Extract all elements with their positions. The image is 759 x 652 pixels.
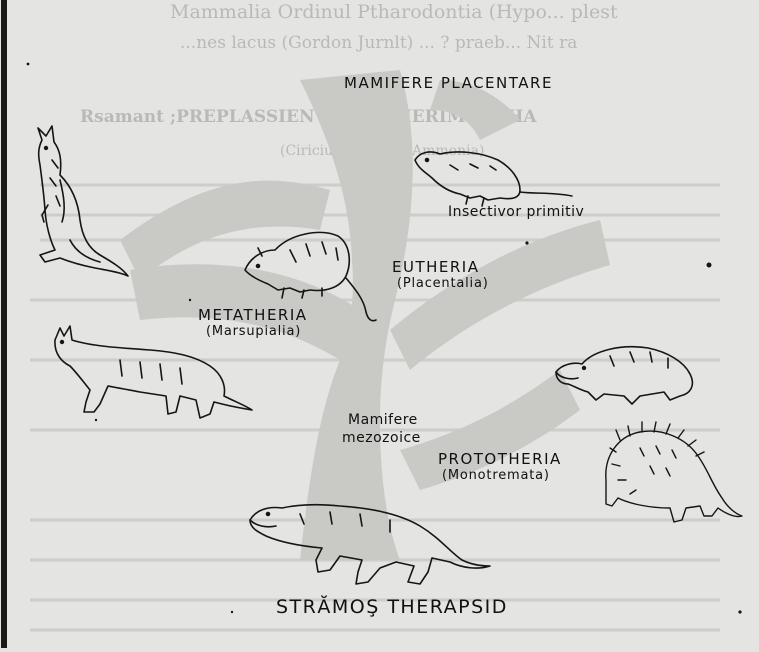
label-prototheria: PROTOTHERIA [438, 450, 562, 468]
label-monotremata: (Monotremata) [442, 468, 550, 483]
label-mezozoice: mezozoice [342, 430, 421, 446]
label-eutheria: EUTHERIA [392, 258, 479, 276]
label-insectivor-primitiv: Insectivor primitiv [448, 204, 584, 220]
bleed-line-2: ...nes lacus (Gordon Jurnlt) ... ? praeb… [180, 33, 577, 53]
bleed-line-1: Mammalia Ordinul Ptharodontia (Hypo... p… [170, 1, 618, 23]
label-stramos-therapsid: STRĂMOŞ THERAPSID [276, 596, 508, 618]
label-mamifere-placentare: MAMIFERE PLACENTARE [344, 74, 553, 92]
label-mamifere: Mamifere [348, 412, 418, 428]
label-metatheria: METATHERIA [198, 306, 308, 324]
label-marsupialia: (Marsupialia) [206, 324, 301, 339]
label-placentalia: (Placentalia) [397, 276, 489, 291]
